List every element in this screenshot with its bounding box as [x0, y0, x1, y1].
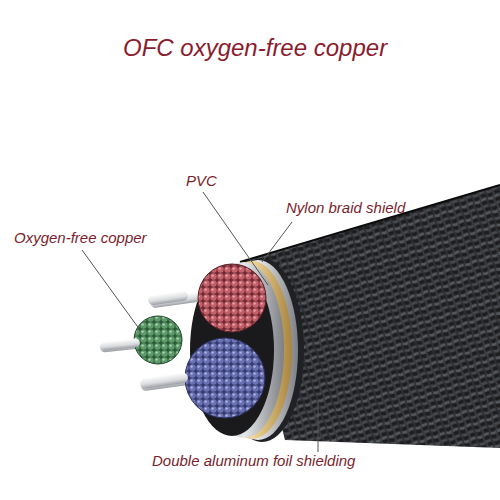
part-label: PVC	[186, 172, 217, 189]
green-copper-bundle	[134, 316, 182, 364]
leader-line	[82, 250, 140, 330]
part-label: Nylon braid shield	[286, 199, 405, 216]
leader-line	[262, 222, 292, 262]
core-tip	[140, 372, 189, 390]
part-label: Oxygen-free copper	[14, 229, 147, 246]
part-label: Double aluminum foil shielding	[152, 452, 355, 469]
diagram-title: OFC oxygen-free copper	[123, 34, 387, 62]
leader-line	[318, 400, 319, 452]
core-tip	[147, 290, 188, 305]
leader-line	[203, 192, 268, 285]
core-tip	[100, 338, 141, 351]
blue-copper-bundle	[185, 338, 265, 418]
braid-edge	[240, 185, 500, 262]
red-copper-bundle	[198, 264, 266, 332]
